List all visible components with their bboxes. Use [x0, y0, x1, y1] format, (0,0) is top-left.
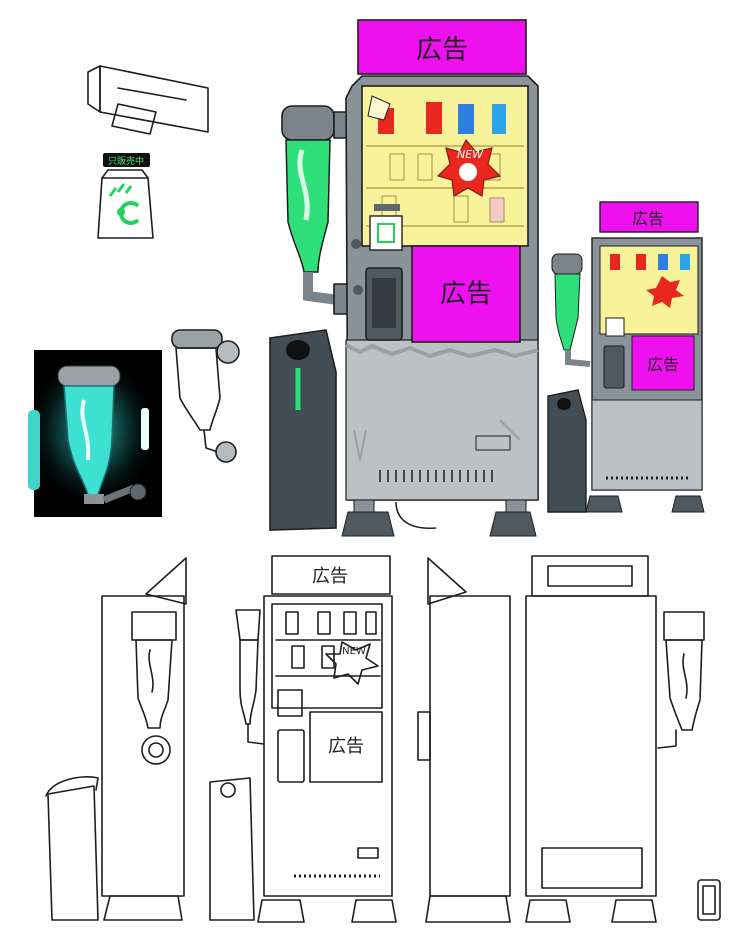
front-ad-lower: 広告: [328, 736, 364, 757]
empty-bottle-icon: [171, 329, 240, 463]
front-bin-sketch: [209, 777, 255, 921]
tiny-card-icon: [697, 879, 721, 921]
front-view: 広告 NEW 広告: [235, 555, 397, 923]
status-text: 只販売中: [108, 155, 144, 167]
front-new-label: NEW: [342, 646, 366, 657]
left-bin-sketch: [45, 776, 99, 921]
bin-icon: [269, 329, 337, 531]
side-view-left: [101, 557, 187, 921]
water-bottle-icon: [57, 365, 147, 504]
receipt-printer-icon: [87, 65, 209, 135]
lower-ad-text: 広告: [440, 279, 492, 309]
card-reader-icon: [369, 204, 403, 251]
status-display: 只販売中: [103, 153, 150, 167]
front-ad-top: 広告: [312, 566, 348, 587]
new-badge-icon: NEW: [436, 138, 502, 197]
top-ad-text: 広告: [416, 35, 468, 65]
small-lower-ad-text: 広告: [647, 355, 679, 374]
small-vending-machine: 広告 広告: [551, 201, 705, 513]
bottle-glow-panel: [26, 350, 162, 517]
back-view: [525, 555, 705, 923]
new-label: NEW: [457, 148, 484, 161]
cup-icon: [97, 169, 154, 239]
main-vending-machine: NEW 広告 広告: [281, 19, 539, 537]
small-bin-icon: [547, 389, 587, 513]
small-top-ad-text: 広告: [632, 209, 664, 228]
side-view-right: [417, 557, 511, 923]
side-bottle-green: [281, 105, 355, 315]
